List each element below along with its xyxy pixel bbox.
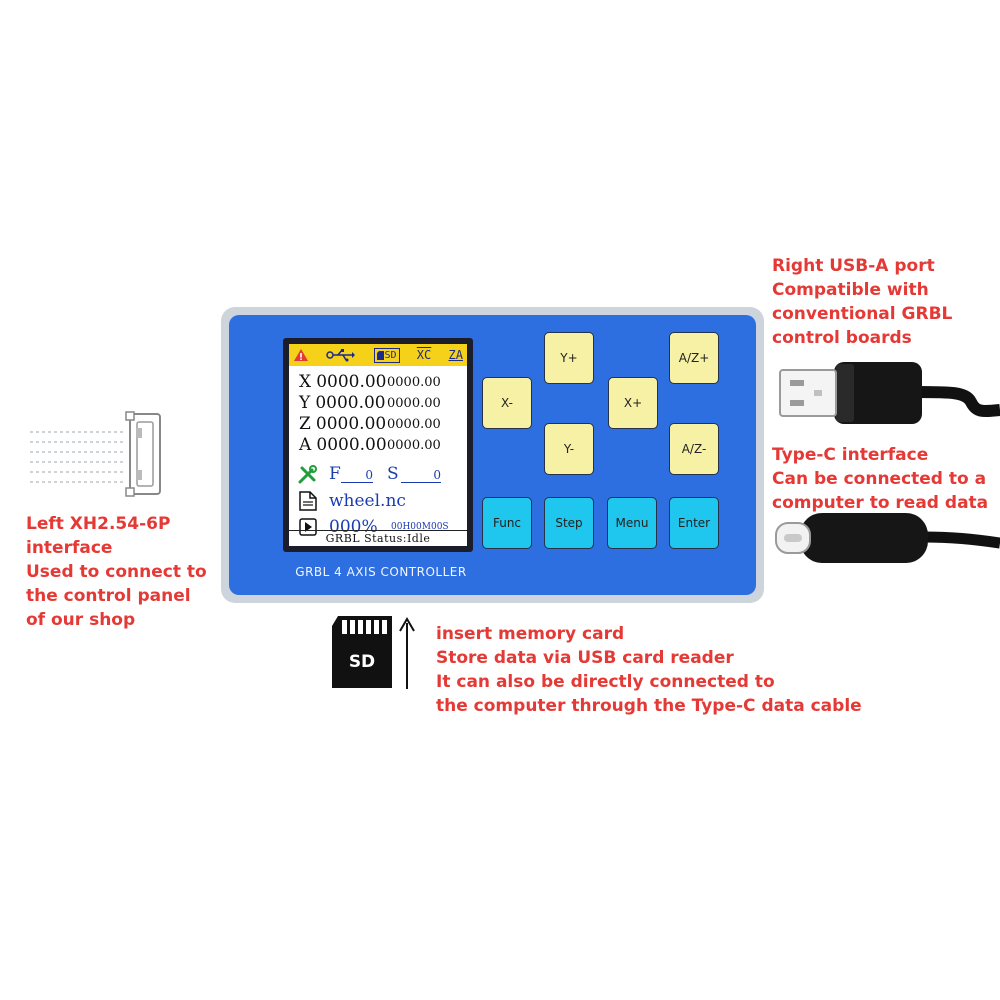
tools-icon	[298, 465, 317, 484]
axis-main-value: 0000.00	[315, 393, 386, 413]
y-minus-button[interactable]: Y-	[544, 423, 594, 475]
spindle-label: S	[387, 464, 399, 484]
menu-button[interactable]: Menu	[607, 497, 657, 549]
play-icon	[299, 518, 317, 536]
sd-card-annotation: insert memory card Store data via USB ca…	[436, 622, 862, 718]
grbl-status-line: GRBL Status:Idle	[289, 530, 467, 546]
annotation-line: control boards	[772, 328, 912, 348]
annotation-line: the computer through the Type-C data cab…	[436, 696, 862, 716]
elapsed-time: 00H00M00S	[391, 522, 449, 532]
usb-a-port-annotation: Right USB-A port Compatible with convent…	[772, 254, 952, 350]
usb-icon	[326, 349, 356, 362]
annotation-line: It can also be directly connected to	[436, 672, 775, 692]
axis-sub-value: 0000.00	[387, 438, 441, 453]
warning-icon	[294, 349, 308, 361]
axis-main-value: 0000.00	[316, 435, 387, 455]
controller-device: SD XC ZA X 0000.00 0000.00 Y 0000.00 000…	[221, 307, 764, 603]
axis-letter: X	[299, 372, 312, 392]
file-name: wheel.nc	[329, 491, 406, 511]
x-plus-button[interactable]: X+	[608, 377, 658, 429]
controller-face: SD XC ZA X 0000.00 0000.00 Y 0000.00 000…	[229, 315, 756, 595]
axis-sub-value: 0000.00	[387, 396, 441, 411]
az-minus-button[interactable]: A/Z-	[669, 423, 719, 475]
usb-a-cable-figure	[779, 362, 1000, 424]
axis-row-z: Z 0000.00 0000.00	[299, 414, 441, 434]
z-axis-mode-label: ZA	[448, 348, 463, 362]
annotation-line: Type-C interface	[772, 445, 929, 465]
annotation-line: Right USB-A port	[772, 256, 935, 276]
progress-row: 000% 00H00M00S	[297, 517, 465, 539]
spindle-value: 0	[401, 468, 441, 483]
type-c-annotation: Type-C interface Can be connected to a c…	[772, 443, 988, 515]
annotation-line: of our shop	[26, 610, 136, 630]
axis-letter: Z	[299, 414, 311, 434]
step-button[interactable]: Step	[544, 497, 594, 549]
file-row: wheel.nc	[297, 491, 462, 513]
az-plus-button[interactable]: A/Z+	[669, 332, 719, 384]
sd-card-icon	[332, 616, 392, 688]
sd-card-figure: SD	[332, 616, 392, 688]
progress-percent: 000%	[329, 517, 378, 537]
annotation-line: Can be connected to a	[772, 469, 987, 489]
axis-sub-value: 0000.00	[387, 375, 441, 390]
axis-letter: A	[299, 435, 312, 455]
axis-row-x: X 0000.00 0000.00	[299, 372, 441, 392]
sd-small-icon	[376, 350, 384, 360]
left-port-annotation: Left XH2.54-6P interface Used to connect…	[26, 512, 207, 632]
annotation-line: Left XH2.54-6P	[26, 514, 171, 534]
axis-row-a: A 0000.00 0000.00	[299, 435, 441, 455]
axis-main-value: 0000.00	[315, 414, 387, 434]
x-axis-mode-label: XC	[416, 348, 432, 362]
feed-value: 0	[341, 468, 373, 483]
xh254-connector-figure	[30, 411, 161, 497]
type-c-cable-figure	[775, 513, 1000, 563]
sd-status-badge: SD	[373, 347, 400, 363]
annotation-line: Store data via USB card reader	[436, 648, 734, 668]
y-plus-button[interactable]: Y+	[544, 332, 594, 384]
device-model-label: GRBL 4 AXIS CONTROLLER	[295, 565, 467, 579]
feed-label: F	[329, 464, 341, 484]
enter-button[interactable]: Enter	[669, 497, 719, 549]
annotation-line: Used to connect to	[26, 562, 207, 582]
annotation-line: interface	[26, 538, 113, 558]
axis-letter: Y	[299, 393, 311, 413]
feed-spindle-row: F 0 S 0	[297, 464, 462, 486]
annotation-line: the control panel	[26, 586, 191, 606]
sd-card-label: SD	[348, 652, 376, 672]
x-minus-button[interactable]: X-	[482, 377, 532, 429]
func-button[interactable]: Func	[482, 497, 532, 549]
insert-arrow-icon	[399, 617, 415, 689]
lcd-screen: SD XC ZA X 0000.00 0000.00 Y 0000.00 000…	[289, 344, 467, 546]
sd-status-text: SD	[384, 349, 397, 361]
axis-sub-value: 0000.00	[387, 417, 441, 432]
annotation-line: Compatible with	[772, 280, 929, 300]
axis-main-value: 0000.00	[316, 372, 387, 392]
annotation-line: computer to read data	[772, 493, 989, 513]
annotation-line: insert memory card	[436, 624, 625, 644]
axis-row-y: Y 0000.00 0000.00	[299, 393, 441, 413]
lcd-bezel: SD XC ZA X 0000.00 0000.00 Y 0000.00 000…	[283, 338, 473, 552]
annotation-line: conventional GRBL	[772, 304, 953, 324]
file-icon	[299, 491, 317, 511]
lcd-status-bar: SD XC ZA	[289, 344, 467, 366]
